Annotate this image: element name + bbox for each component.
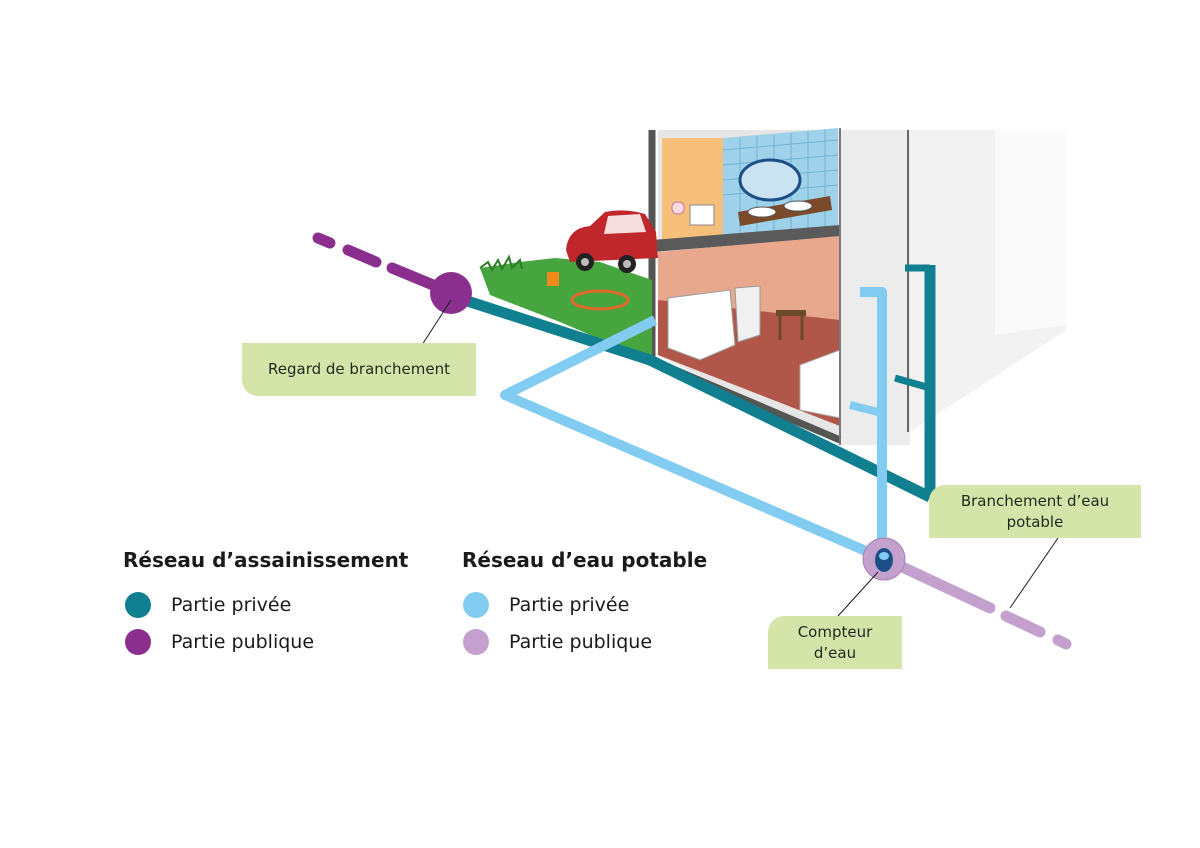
leader-lines bbox=[421, 299, 1059, 617]
toilet-icon bbox=[689, 204, 715, 226]
manhole-icon bbox=[430, 272, 472, 314]
legend-item-eau-publique: Partie publique bbox=[463, 629, 652, 655]
legend-title-assainissement: Réseau d’assainissement bbox=[123, 548, 409, 572]
callout-regard-label: Regard de branchement bbox=[268, 360, 450, 378]
legend-item-assainissement-publique: Partie publique bbox=[125, 629, 314, 655]
legend-title-eau-potable: Réseau d’eau potable bbox=[462, 548, 708, 572]
legend-dot-icon bbox=[463, 592, 489, 618]
callout-branchement-eau-potable: Branchement d’eau potable bbox=[929, 485, 1141, 538]
legend-label: Partie privée bbox=[171, 594, 292, 616]
callout-compteur-eau: Compteur d’eau bbox=[768, 616, 902, 669]
callout-compteur-label: Compteur d’eau bbox=[797, 622, 873, 662]
table-icon bbox=[776, 310, 806, 316]
water-network bbox=[500, 287, 1072, 650]
legend-item-assainissement-privee: Partie privée bbox=[125, 592, 291, 618]
legend-label: Partie publique bbox=[171, 631, 315, 653]
legend-dot-icon bbox=[125, 592, 151, 618]
legend-item-eau-privee: Partie privée bbox=[463, 592, 629, 618]
toilet-room bbox=[662, 138, 723, 242]
legend-label: Partie publique bbox=[509, 631, 653, 653]
car-icon bbox=[566, 210, 658, 273]
legend-dot-icon bbox=[463, 629, 489, 655]
garden-hose-icon bbox=[570, 289, 630, 311]
sewer-network bbox=[312, 232, 936, 502]
callout-regard-de-branchement: Regard de branchement bbox=[242, 343, 476, 396]
mirror-icon bbox=[738, 158, 802, 202]
washing-machine-icon bbox=[667, 289, 736, 361]
legend-dot-icon bbox=[125, 629, 151, 655]
garden bbox=[479, 210, 658, 355]
callout-branchement-label: Branchement d’eau potable bbox=[960, 491, 1110, 531]
legend-label: Partie privée bbox=[509, 594, 630, 616]
bucket-icon bbox=[547, 272, 559, 286]
